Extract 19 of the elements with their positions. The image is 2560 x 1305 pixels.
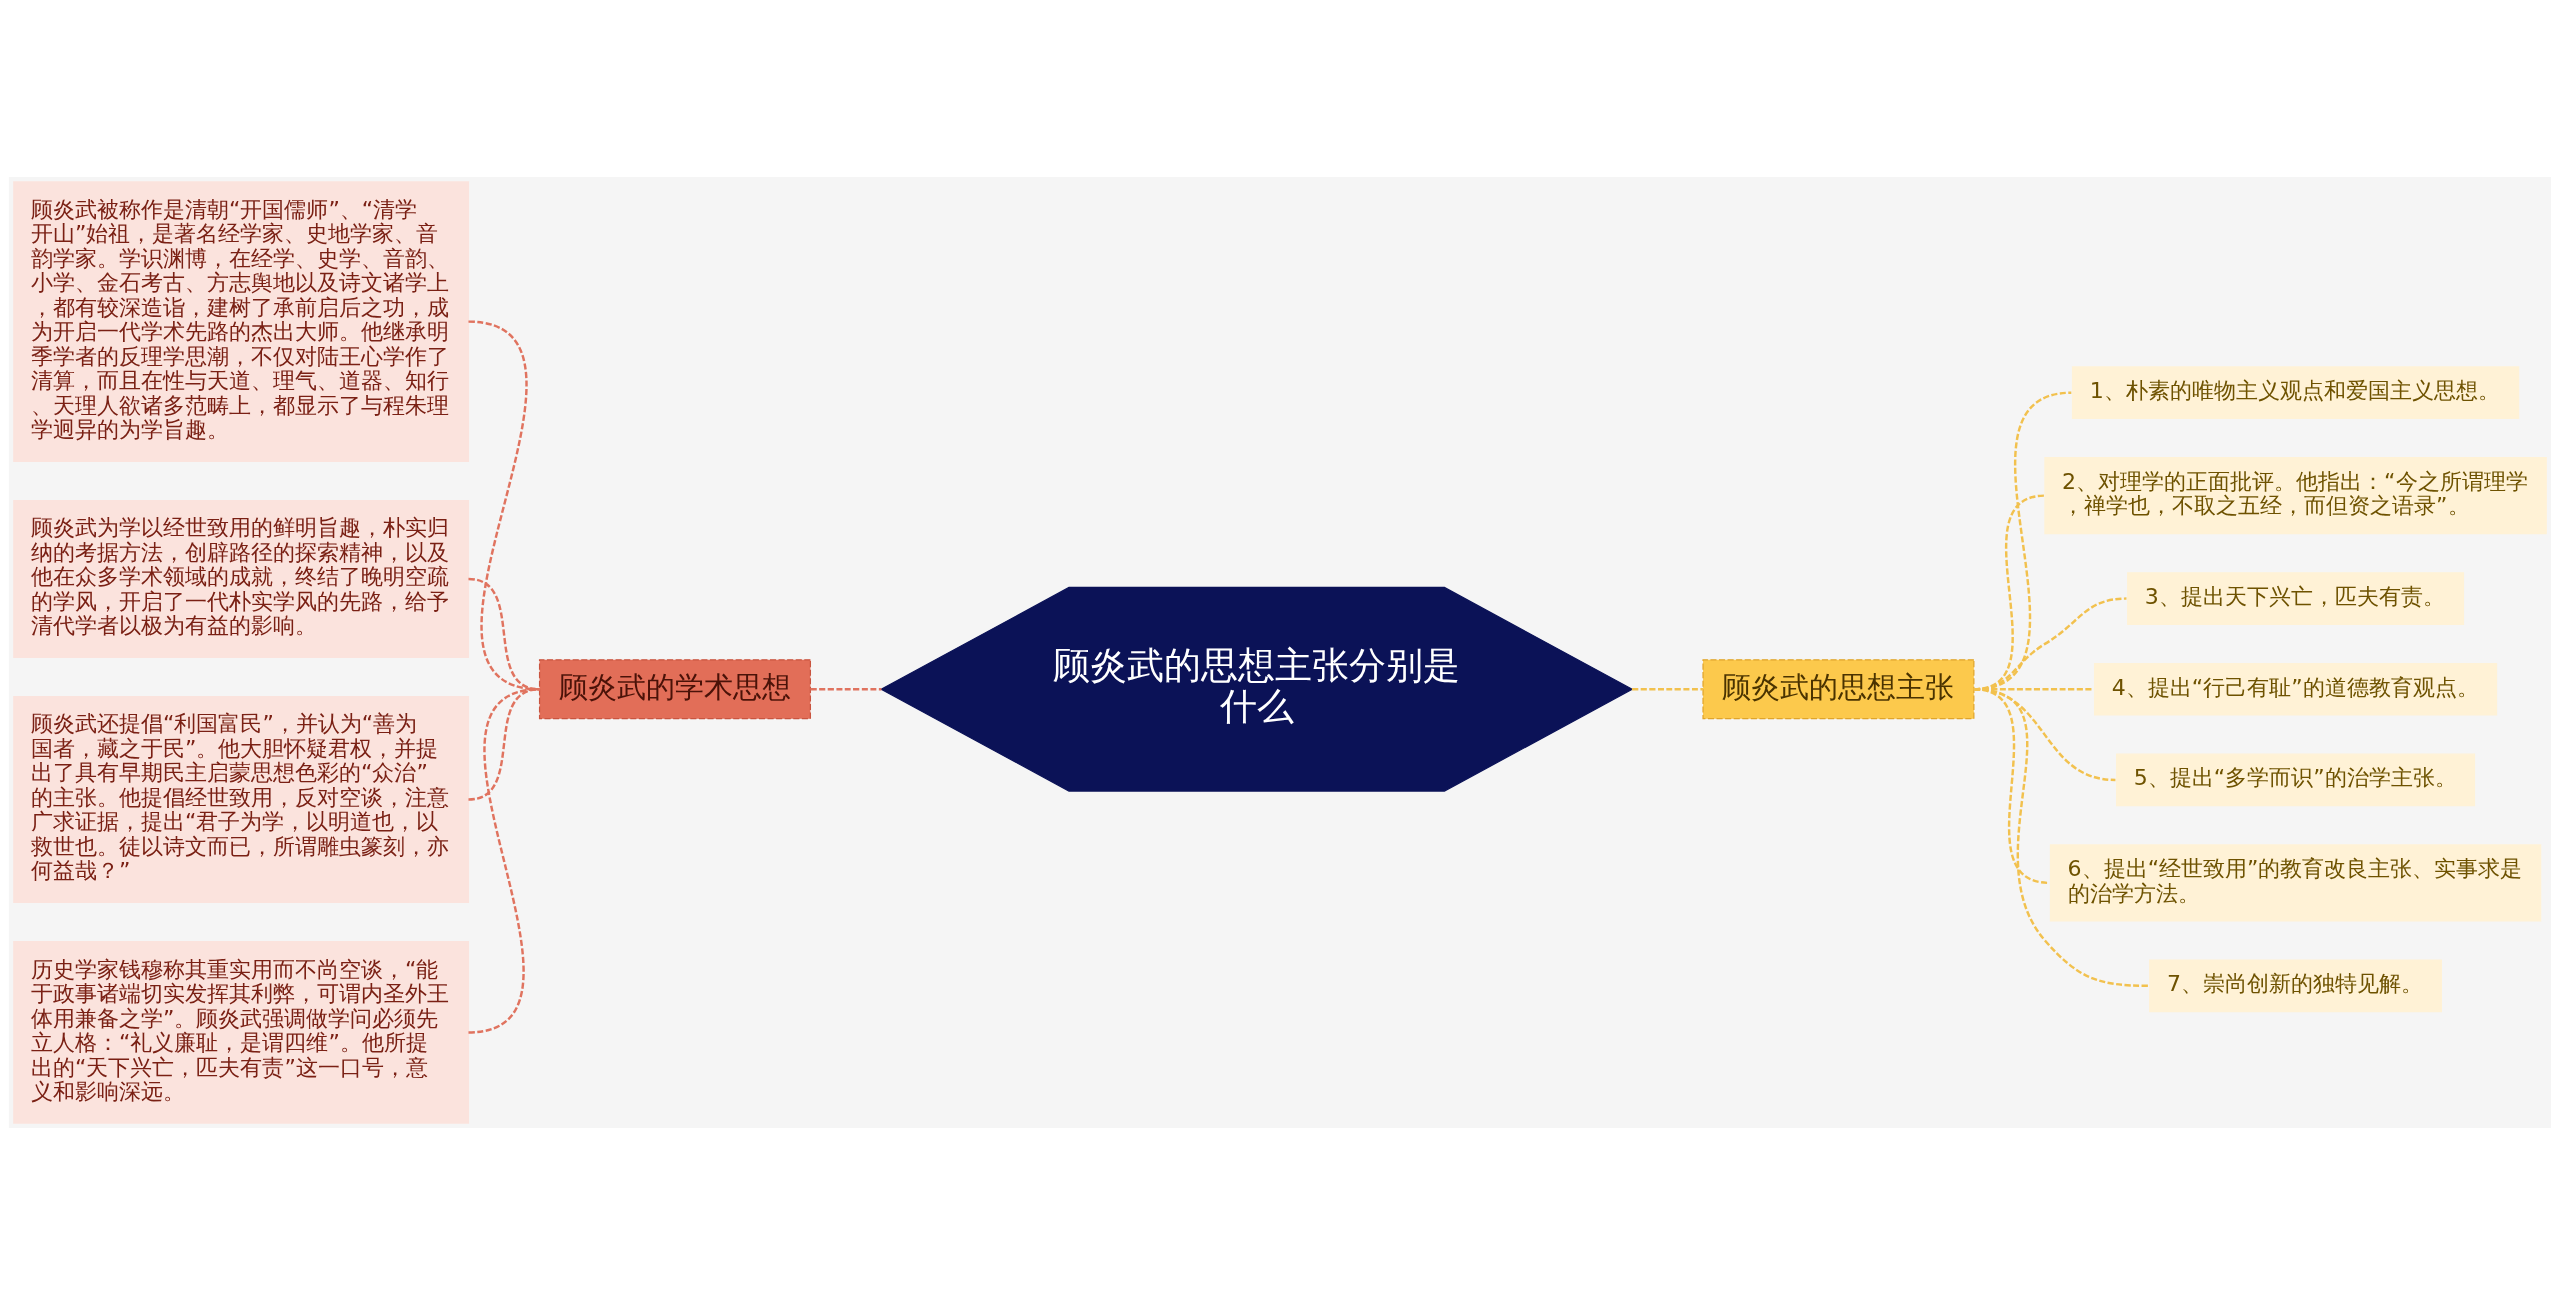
node-box: 2、对理学的正面批评。他指出：“今之所谓理学，禅学也，不取之五经，而但资之语录”。 (2044, 457, 2547, 535)
node-box: 顾炎武为学以经世致用的鲜明旨趣，朴实归纳的考据方法，创辟路径的探索精神，以及他在众多学术领域的成就，终结了晚明空疏的学风，开启了一代朴实学风的先路，给予清代学者以极为有益的影响。 (13, 499, 470, 658)
connector (468, 688, 540, 1034)
node-box: 6、提出“经世致用”的教育改良主张、实事求是的治学方法。 (2049, 844, 2542, 922)
node-box: 4、提出“行己有耻”的道德教育观点。 (2093, 662, 2498, 716)
node-box: 顾炎武的思想主张 (1702, 659, 1975, 720)
node-box: 7、崇尚创新的独特见解。 (2149, 959, 2442, 1013)
connector (1973, 688, 2149, 988)
connector (810, 688, 882, 691)
node-box: 3、提出天下兴亡，匹夫有责。 (2127, 572, 2465, 625)
node-box: 历史学家钱穆称其重实用而不尚空谈，“能于政事诸端切实发挥其利弊，可谓内圣外王体用兼备之学”。顾炎武强调做学问必须先立人格：“礼义廉耻，是谓四维”。他所提出的“天下兴亡，匹夫有责”这一口号，意义和影响深远。 (13, 941, 470, 1124)
node-box: 顾炎武被称作是清朝“开国儒师”、“清学开山”始祖，是著名经学家、史地学家、音韵学家。学识渊博，在经学、史学、音韵、小学、金石考古、方志舆地以及诗文诸学上，都有较深造诣，建树了承前启后之功，成为开启一代学术先路的杰出大师。他继承明季学者的反理学思潮，不仅对陆王心学作了清算，而且在性与天道、理气、道器、知行、天理人欲诸多范畴上，都显示了与程朱理学迥异的为学旨趣。 (13, 181, 470, 462)
node-box: 顾炎武的学术思想 (538, 659, 811, 720)
connector (1973, 688, 2050, 885)
node-box: 1、朴素的唯物主义观点和爱国主义思想。 (2071, 366, 2520, 420)
connector (468, 320, 540, 691)
node-box: 5、提出“多学而识”的治学主张。 (2116, 753, 2476, 807)
connector (1631, 688, 1704, 691)
node-box: 顾炎武还提倡“利国富民”，并认为“善为国者，藏之于民”。他大胆怀疑君权，并提出了具有早期民主启蒙思想色彩的“众治”的主张。他提倡经世致用，反对空谈，注意广求证据，提出“君子为学，以明道也，以救世也。徒以诗文而已，所谓雕虫篆刻，亦何益哉？” (13, 696, 470, 904)
